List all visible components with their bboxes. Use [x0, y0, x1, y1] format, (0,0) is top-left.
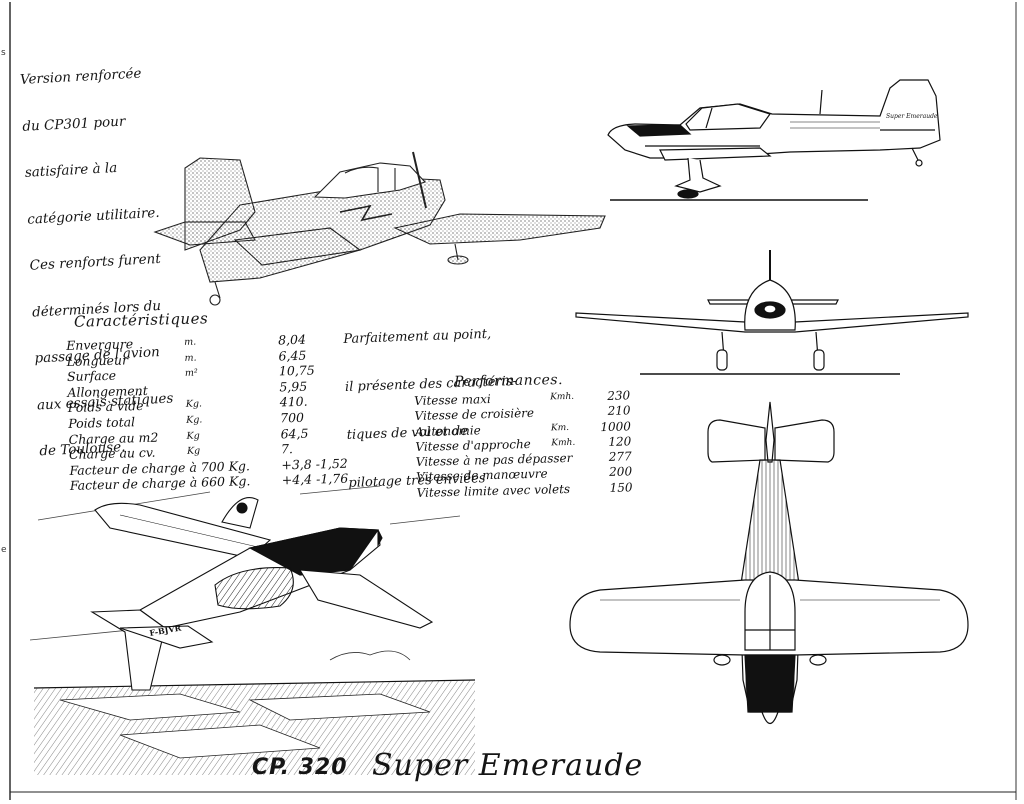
performance-value: 150 — [609, 480, 633, 495]
performance-value: 210 — [607, 403, 631, 419]
characteristic-unit: Kg. — [186, 414, 203, 426]
characteristic-unit: Kg. — [185, 398, 203, 411]
sheet-frame — [9, 2, 1017, 800]
characteristic-unit: Kg — [186, 430, 200, 442]
margin-mark-top: s — [1, 48, 6, 58]
performance-unit: Km. — [550, 422, 570, 434]
model-designation: CP. 320 — [252, 755, 348, 780]
characteristic-label: Surface — [66, 367, 117, 385]
characteristic-label: Longueur — [66, 351, 129, 369]
performance-value: 120 — [608, 434, 632, 449]
characteristics-title: Caractéristiques — [73, 309, 209, 331]
intro-line: Ces renforts furent — [29, 250, 162, 274]
characteristic-value: 410. — [279, 394, 308, 410]
performance-label: Autonomie — [414, 422, 481, 439]
characteristic-label: Poids total — [68, 414, 136, 431]
characteristic-value: 64,5 — [280, 425, 309, 441]
performance-unit: Kmh. — [551, 437, 576, 449]
characteristic-unit: m. — [184, 352, 197, 364]
intro-line: satisfaire à la — [24, 159, 118, 181]
characteristic-unit: m² — [184, 367, 198, 380]
intro-line: catégorie utilitaire. — [26, 204, 160, 228]
characteristic-value: 8,04 — [277, 331, 307, 348]
intro-line: du CP301 pour — [22, 113, 126, 135]
performance-value: 1000 — [600, 418, 632, 434]
characteristic-value: 5,95 — [279, 378, 308, 395]
characteristic-value: 700 — [279, 409, 305, 426]
performance-value: 277 — [608, 449, 632, 465]
model-name: Super Emeraude — [372, 748, 644, 783]
characteristic-label: Charge au m2 — [68, 429, 159, 447]
top-view-aircraft — [569, 401, 969, 725]
performance-label: Vitesse de croisière — [414, 406, 535, 424]
performance-value: 200 — [609, 464, 633, 480]
characteristic-value: +3,8 -1,52 — [281, 455, 348, 473]
characteristic-value: 6,45 — [278, 347, 307, 364]
performance-label: Vitesse limite avec volets — [416, 481, 571, 500]
characteristic-label: Charge au cv. — [68, 444, 156, 463]
margin-mark-bottom: e — [1, 545, 7, 555]
front-view-aircraft — [575, 250, 969, 375]
perspective-aircraft — [153, 151, 606, 306]
characteristic-value: 10,75 — [278, 362, 315, 379]
characteristic-label: Allongement — [67, 382, 148, 400]
characteristic-label: Envergure — [66, 336, 134, 353]
performance-value: 230 — [607, 388, 631, 403]
intro-line: Version renforcée — [19, 65, 142, 88]
precis-line: Parfaitement au point, — [343, 326, 492, 347]
characteristic-label: Poids à vide — [67, 398, 144, 416]
characteristic-unit: m. — [184, 336, 197, 348]
performance-label: Vitesse d'approche — [415, 436, 531, 454]
characteristic-value: 7. — [280, 441, 294, 457]
performance-unit: Kmh. — [550, 391, 575, 403]
performances-title: Performances. — [453, 372, 564, 390]
characteristic-value: +4,4 -1,76 — [281, 471, 349, 488]
side-view-aircraft: Super Emeraude — [607, 79, 941, 201]
characteristic-unit: Kg — [186, 445, 201, 458]
tail-marking-text: Super Emeraude — [886, 113, 938, 120]
flying-aircraft-scene: F-BJVR — [29, 485, 476, 775]
performance-label: Vitesse maxi — [414, 391, 491, 408]
